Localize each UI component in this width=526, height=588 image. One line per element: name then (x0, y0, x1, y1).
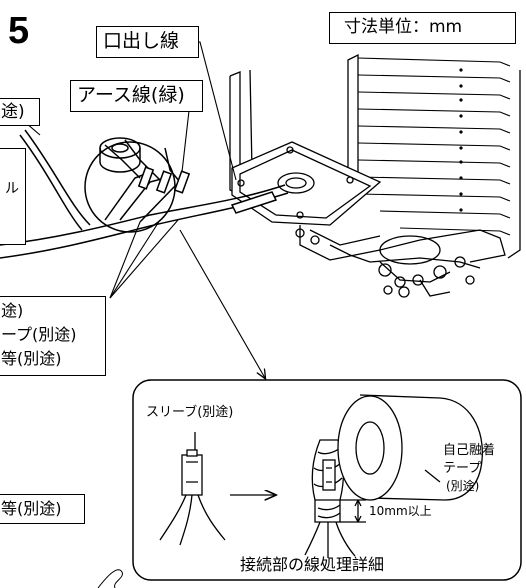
parts-list-item-1: 途) (1, 301, 24, 320)
parts-list-item-3: 等(別途) (1, 349, 62, 368)
detail-title: 接続部の線処理詳細 (240, 555, 385, 574)
sleeve-illustration (159, 432, 275, 546)
ground-wire-label-box: アース線(緑) (70, 80, 203, 112)
unit-label: 寸法単位：mm (344, 17, 463, 37)
partial-label-top-left: 途) (1, 102, 25, 122)
wiring (0, 129, 289, 259)
partial-wire-sketch (97, 569, 123, 588)
outdoor-unit-illustration (229, 53, 521, 298)
parts-list-box: 途) ープ(別途) 等(別途) (0, 296, 106, 376)
partial-label-bottom-left: 等(別途) (1, 499, 62, 518)
partial-label-bottom-left-box: 等(別途) (0, 494, 85, 524)
dimension-label: 10mm以上 (369, 504, 432, 518)
partial-note-char: ル (5, 181, 19, 197)
tape-label-line3: (別途) (446, 479, 480, 493)
fin-screw-column (459, 68, 463, 212)
partial-note-box: ル (0, 148, 26, 245)
lead-wire-label-box: 口出し線 (96, 26, 199, 58)
tape-label-line1: 自己融着 (443, 443, 496, 458)
tape-label-line2: テープ (443, 461, 482, 476)
ground-wire-label: アース線(緑) (77, 84, 185, 106)
heat-exchanger-fins (357, 57, 511, 236)
parts-list-item-2: ープ(別途) (1, 325, 77, 344)
unit-label-box: 寸法単位：mm (329, 12, 516, 44)
taped-splice-illustration (304, 439, 366, 558)
step-number: 5 (8, 10, 30, 52)
partial-label-top-left-box: 途) (0, 98, 40, 126)
leader-lines (4, 41, 265, 378)
tape-roll-illustration (337, 394, 484, 501)
lead-wire-label: 口出し線 (103, 30, 180, 52)
sleeve-label: スリーブ(別途) (146, 405, 234, 420)
